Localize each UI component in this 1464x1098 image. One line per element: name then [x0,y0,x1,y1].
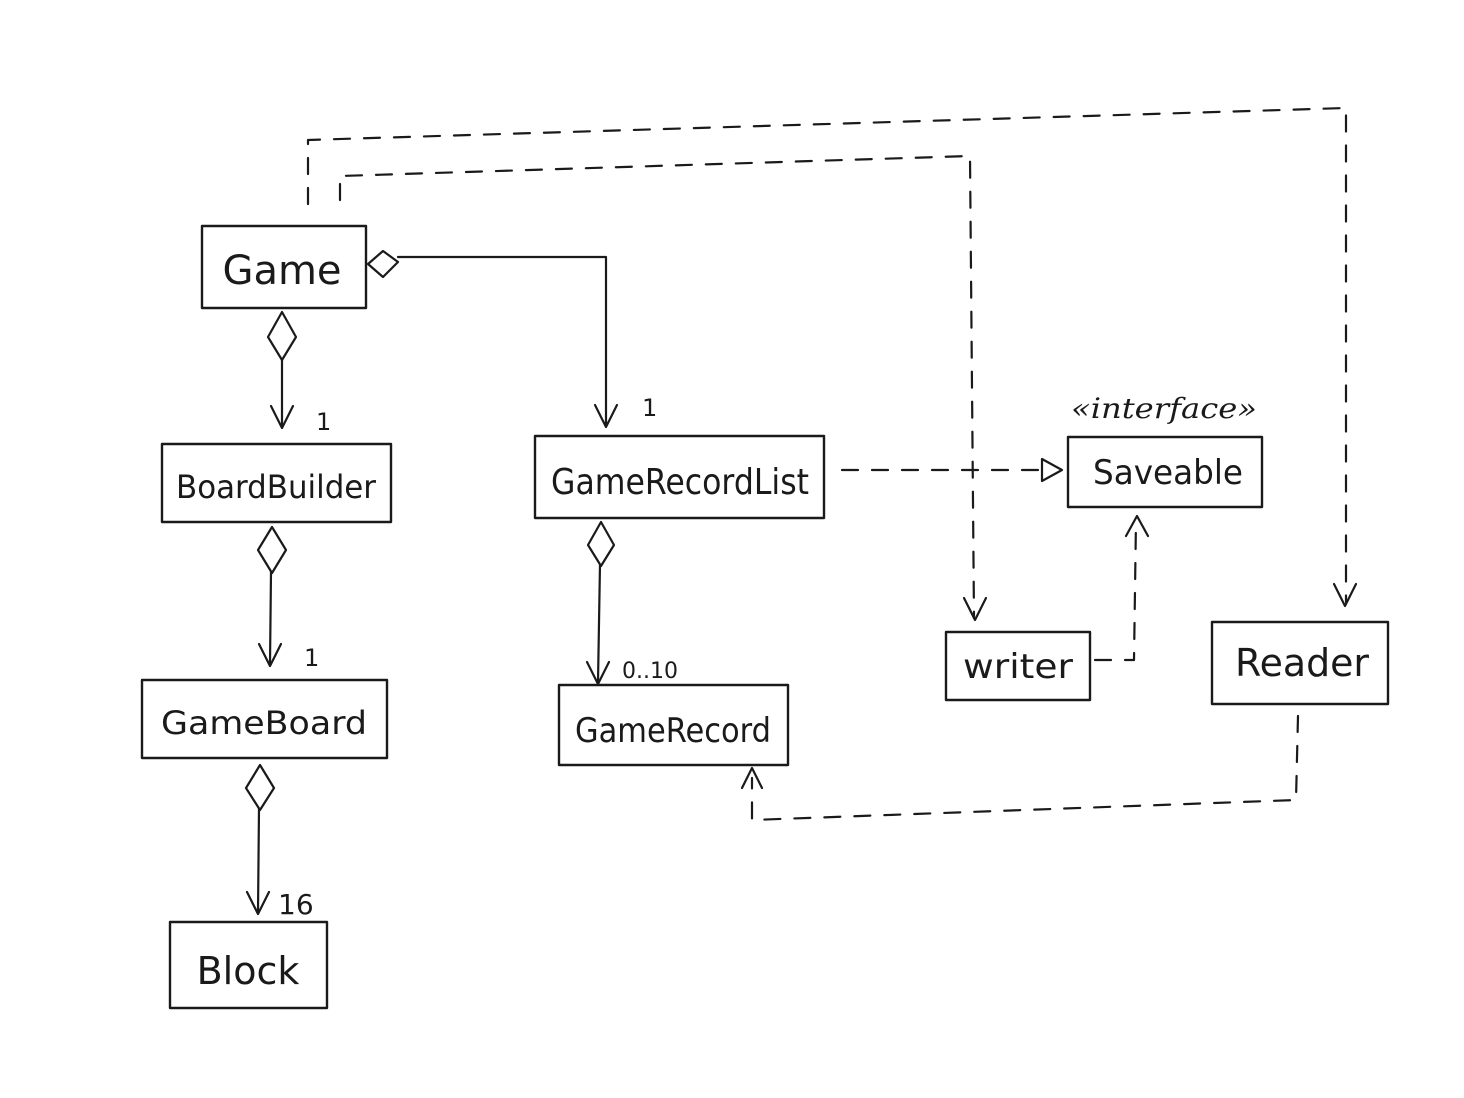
multiplicity-game-gamerecordlist: 1 [642,394,657,422]
open-arrowhead [1332,582,1358,608]
connector-game-boardbuilder [266,310,298,430]
class-name-reader: Reader [1235,641,1369,685]
connector-boardbuilder-gameboard [256,525,288,668]
open-arrowhead [269,404,295,430]
aggregation-diamond [256,525,288,575]
class-game: Game [200,224,368,310]
class-gamerecord: GameRecord [557,683,790,767]
connector-game-reader [306,106,1358,608]
aggregation-diamond [586,520,616,568]
aggregation-diamond [244,763,276,812]
multiplicity-boardbuilder-gameboard: 1 [304,644,319,672]
class-saveable: «interface» Saveable [1066,392,1264,509]
open-arrowhead [245,890,271,916]
realization-triangle [1040,457,1064,483]
class-name-boardbuilder: BoardBuilder [176,468,377,506]
aggregation-diamond [366,249,400,279]
stereotype-saveable: «interface» [1071,392,1257,425]
open-arrowhead [593,403,619,429]
open-arrowhead [1124,514,1150,538]
connector-reader-gamerecord [740,714,1300,822]
connector-gameboard-block [244,763,276,916]
multiplicity-game-boardbuilder: 1 [316,408,331,436]
connector-gamerecordlist-gamerecord [585,520,616,686]
class-name-saveable: Saveable [1093,453,1243,493]
connector-game-gamerecordlist [366,249,619,429]
class-gamerecordlist: GameRecordList [533,434,826,520]
open-arrowhead [257,642,283,668]
open-arrowhead [962,596,988,622]
connector-game-writer [338,154,988,622]
class-boardbuilder: BoardBuilder [160,442,393,524]
class-name-writer: writer [963,647,1073,687]
class-name-game: Game [222,248,341,294]
class-name-block: Block [197,949,300,993]
class-block: Block [168,920,329,1010]
multiplicity-gamerecordlist-gamerecord: 0..10 [622,659,678,684]
class-name-gamerecordlist: GameRecordList [551,462,809,503]
class-name-gamerecord: GameRecord [575,711,771,751]
connector-writer-saveable [1093,514,1150,662]
class-reader: Reader [1210,620,1390,706]
multiplicity-gameboard-block: 16 [278,888,314,921]
class-gameboard: GameBoard [140,678,389,760]
class-name-gameboard: GameBoard [161,704,367,742]
class-writer: writer [944,630,1092,702]
open-arrowhead [740,766,764,790]
connector-gamerecordlist-saveable [840,457,1064,483]
aggregation-diamond [266,310,298,362]
